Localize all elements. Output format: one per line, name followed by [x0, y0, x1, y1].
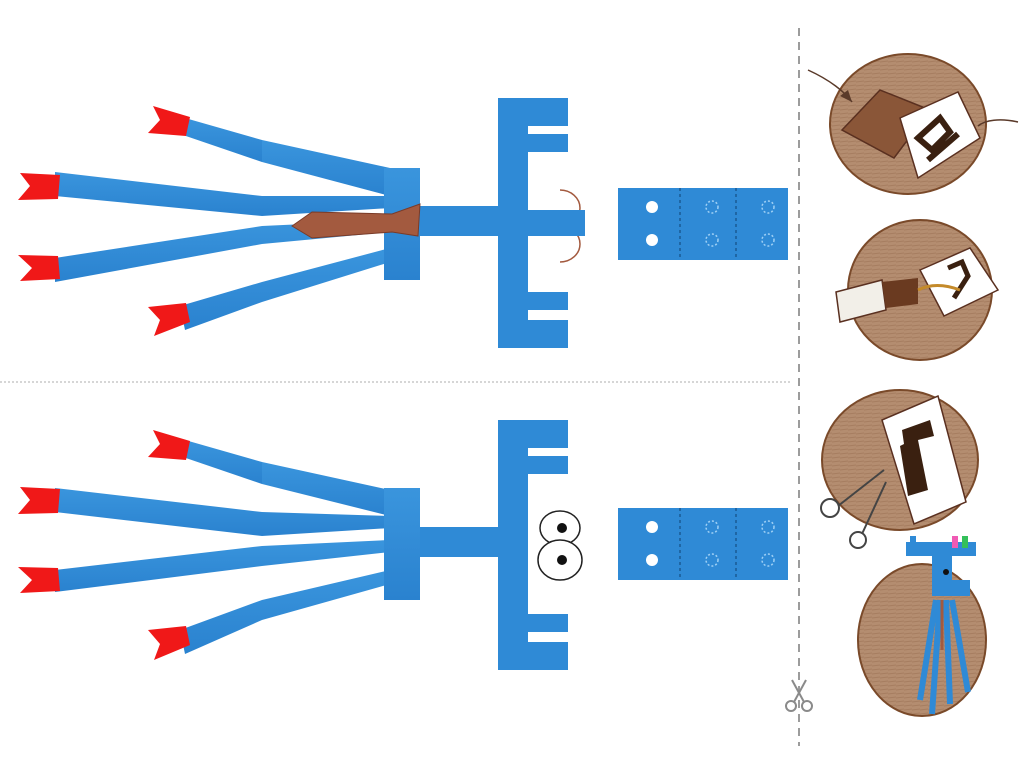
step-1-glue-paper-onto-cardboard-icon — [807, 53, 1019, 195]
step-3-cut-out-template-icon — [820, 389, 979, 549]
clip-hole — [646, 234, 658, 246]
clip-strip-top — [618, 188, 788, 260]
head-frame-bottom — [498, 420, 568, 670]
tentacle-tip — [148, 430, 190, 460]
clip-hole — [761, 553, 775, 567]
pupil — [557, 555, 567, 565]
clip-hole — [705, 200, 719, 214]
tentacle-tips-top — [18, 106, 190, 336]
clip-hole — [761, 233, 775, 247]
tentacles-bottom — [55, 440, 420, 654]
scissors-icon — [785, 679, 813, 712]
tie — [291, 203, 421, 239]
puppet-template-bottom — [18, 420, 788, 670]
clip-strip-bottom — [618, 508, 788, 580]
pupil — [557, 523, 567, 533]
clip-hole — [761, 200, 775, 214]
body-block — [384, 488, 420, 600]
clip-hole — [646, 201, 658, 213]
clip-hole — [705, 233, 719, 247]
clip-hole — [646, 521, 658, 533]
tentacles-top — [55, 118, 420, 330]
tentacle-tip — [148, 303, 190, 336]
tentacle — [262, 140, 390, 196]
tentacle — [180, 440, 262, 484]
puppet-template-top — [18, 98, 788, 348]
neck — [420, 206, 500, 236]
head-frame-top — [498, 98, 568, 348]
clip-hole — [646, 554, 658, 566]
tentacle-tip — [18, 487, 60, 514]
tentacle-tip — [18, 567, 60, 593]
tentacle — [55, 540, 390, 592]
tentacle-tip — [148, 626, 190, 660]
tentacle — [55, 220, 390, 282]
eyes — [537, 510, 583, 581]
clip-hole — [705, 553, 719, 567]
tentacle — [55, 172, 390, 216]
step-4-finished-puppet-icon — [857, 536, 987, 717]
tentacle-tip — [18, 173, 60, 200]
tentacle-tips-bottom — [18, 430, 190, 660]
tentacle — [180, 248, 390, 330]
clip-hole — [705, 520, 719, 534]
neck — [420, 527, 500, 557]
step-2-spread-glue-icon — [835, 219, 1000, 361]
tentacle — [262, 462, 390, 516]
clip-hole — [761, 520, 775, 534]
tentacle — [55, 488, 390, 536]
tentacle — [180, 570, 390, 654]
tentacle-tip — [148, 106, 190, 136]
tentacle-tip — [18, 255, 60, 281]
tentacle — [180, 118, 262, 162]
